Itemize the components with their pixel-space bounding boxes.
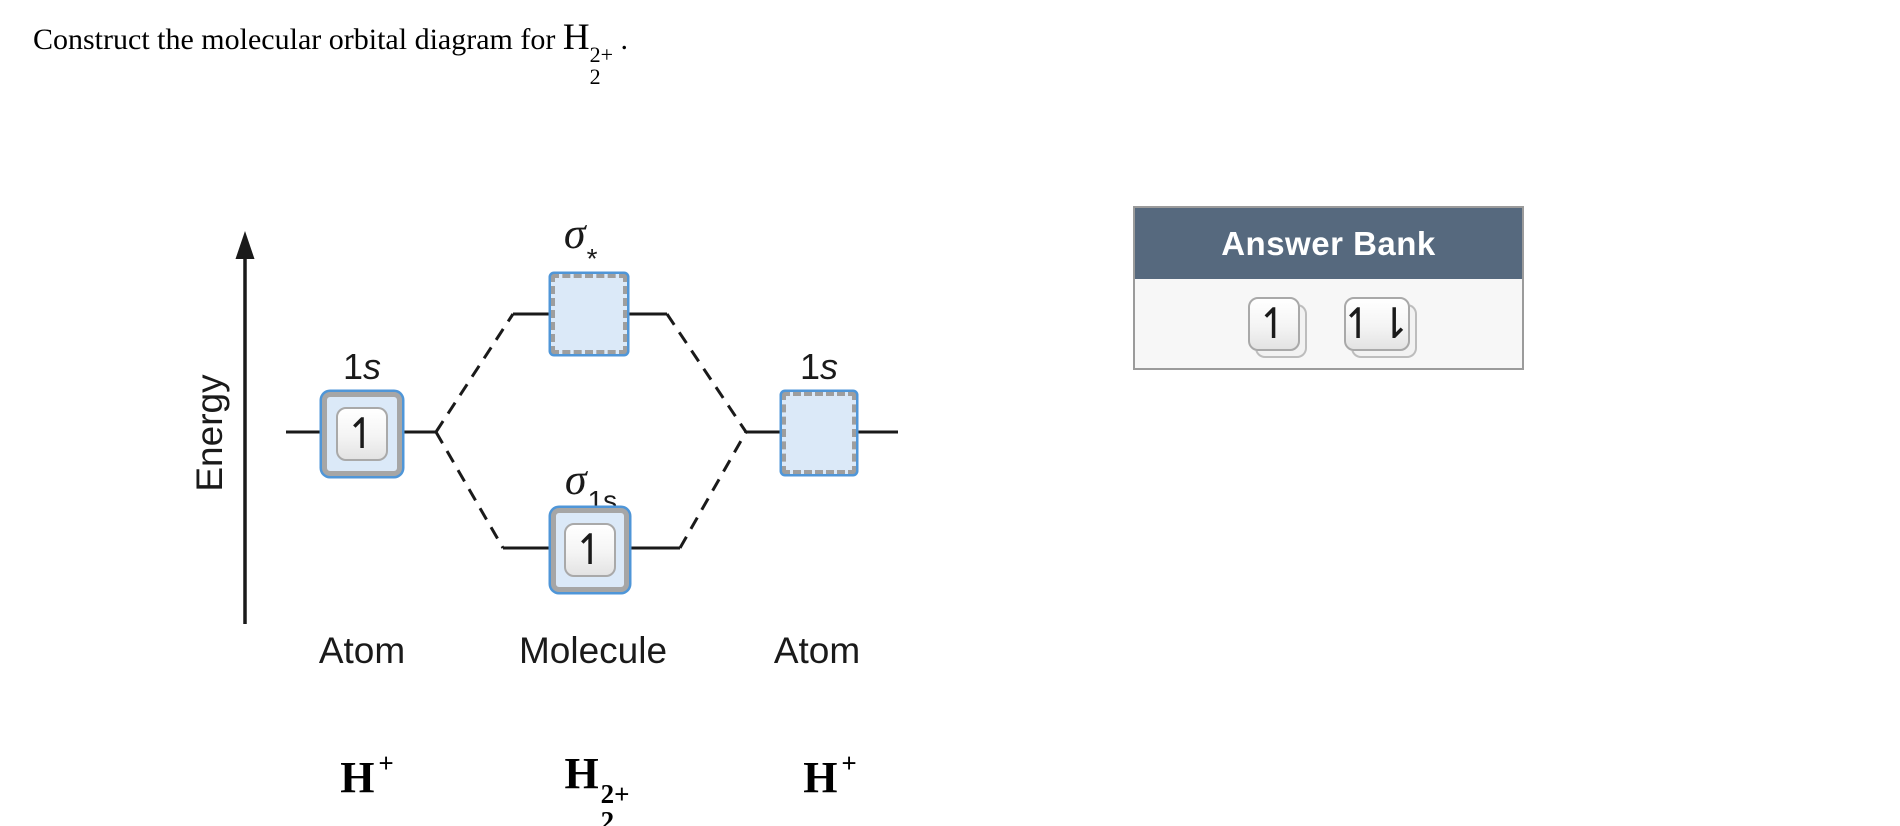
energy-axis-arrowhead bbox=[235, 231, 255, 259]
page-title: Construct the molecular orbital diagram … bbox=[33, 16, 628, 88]
electron-chip-left-1s[interactable]: ↿ bbox=[336, 407, 388, 461]
answer-bank-body: ↿ ↿⇂ bbox=[1135, 279, 1522, 368]
formula-subscript: 2 bbox=[589, 64, 601, 89]
species-left-h-plus: H+ bbox=[340, 748, 394, 802]
formula-base: H bbox=[562, 17, 590, 58]
column-label-right-atom: Atom bbox=[773, 630, 861, 671]
paired-electrons-arrows-icon: ↿⇂ bbox=[1340, 298, 1413, 348]
orbital-slot-left-1s[interactable]: ↿ bbox=[322, 392, 402, 476]
answer-bank-header: Answer Bank bbox=[1135, 208, 1522, 279]
title-period: . bbox=[613, 23, 629, 56]
answer-bank-item-electron-pair[interactable]: ↿⇂ bbox=[1340, 296, 1412, 351]
left-atom-orbital-label: 1s bbox=[342, 346, 382, 387]
answer-bank-panel: Answer Bank ↿ ↿⇂ bbox=[1133, 206, 1524, 370]
energy-axis-label: Energy bbox=[189, 374, 230, 492]
orbital-slot-right-1s[interactable] bbox=[782, 392, 856, 474]
right-atom-orbital-label: 1s bbox=[799, 346, 839, 387]
sigma-orbital-label: σ1s bbox=[564, 455, 618, 516]
orbital-slot-sigma-1s[interactable]: ↿ bbox=[551, 508, 629, 592]
column-label-left-atom: Atom bbox=[318, 630, 406, 671]
single-electron-arrow-icon: ↿ bbox=[344, 409, 380, 458]
sigma-star-superscript: * bbox=[586, 243, 598, 274]
title-text: Construct the molecular orbital diagram … bbox=[33, 23, 563, 56]
formula-subsup: 2+2 bbox=[590, 44, 613, 88]
single-electron-arrow-icon: ↿ bbox=[572, 525, 608, 574]
formula-superscript: 2+ bbox=[589, 42, 613, 67]
column-label-molecule: Molecule bbox=[518, 630, 668, 671]
orbital-slot-sigma-star-1s[interactable] bbox=[551, 274, 627, 354]
answer-bank-item-single-electron[interactable]: ↿ bbox=[1247, 296, 1300, 351]
single-electron-arrow-icon: ↿ bbox=[1255, 298, 1292, 348]
electron-chip-sigma-1s[interactable]: ↿ bbox=[564, 523, 616, 577]
energy-axis bbox=[235, 231, 255, 624]
species-right-h-plus: H+ bbox=[803, 748, 857, 802]
